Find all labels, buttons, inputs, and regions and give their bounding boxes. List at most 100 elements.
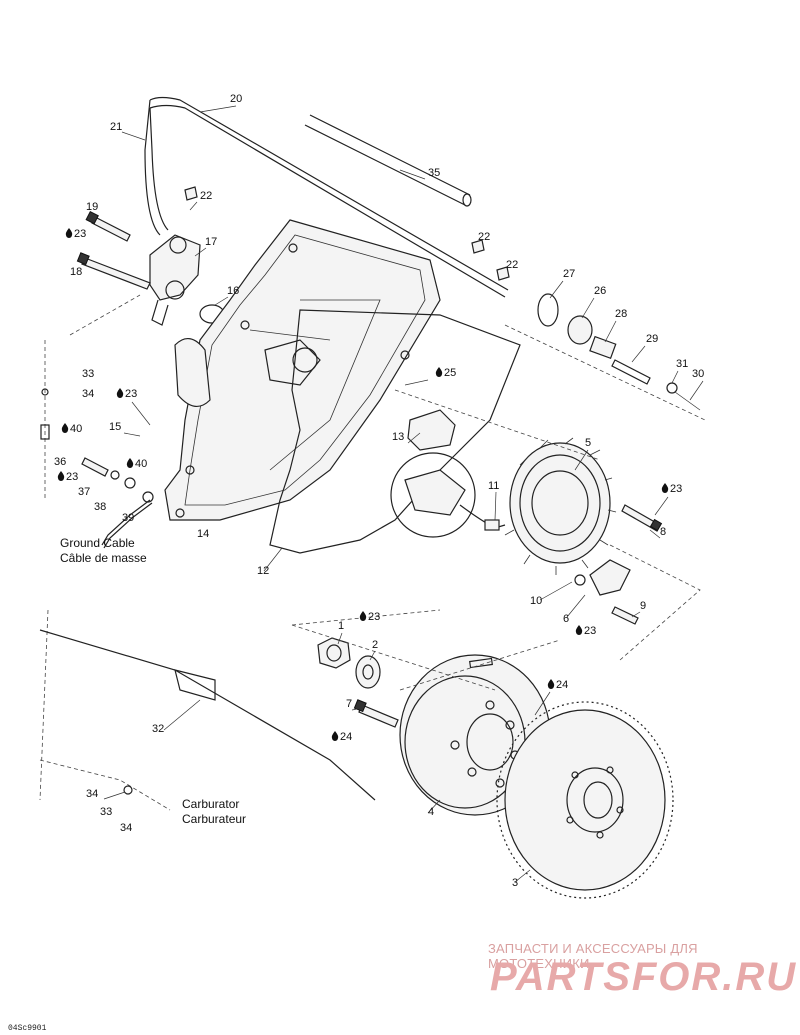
adhesive-drop-icon	[126, 458, 134, 468]
callout-number: 33	[82, 368, 94, 380]
callout-c23e: 23	[359, 611, 380, 623]
callout-number: 11	[488, 480, 499, 492]
callout-c33a: 33	[82, 368, 94, 380]
watermark-tagline: ЗАПЧАСТИ И АКСЕССУАРЫ ДЛЯ МОТОТЕХНИКИ	[488, 941, 698, 971]
callout-number: 5	[585, 437, 591, 449]
callout-c37: 37	[78, 486, 90, 498]
callout-c31: 31	[676, 358, 688, 370]
callout-c19: 19	[86, 201, 98, 213]
callout-number: 13	[392, 431, 404, 443]
callout-number: 22	[506, 259, 518, 271]
adhesive-drop-icon	[61, 423, 69, 433]
callout-number: 14	[197, 528, 209, 540]
callout-c12: 12	[257, 565, 269, 577]
carburator-caption-en: Carburator	[182, 797, 239, 811]
callout-number: 31	[676, 358, 688, 370]
callout-number: 12	[257, 565, 269, 577]
callout-c36: 36	[54, 456, 66, 468]
tube-35	[304, 114, 472, 207]
callout-c25: 25	[435, 367, 456, 379]
trigger-coil-6	[574, 559, 631, 596]
fuel-pump-17	[149, 234, 201, 326]
callout-number: 22	[478, 231, 490, 243]
screw-7	[353, 699, 399, 728]
callout-number: 39	[122, 512, 134, 524]
callout-number: 23	[74, 228, 86, 240]
callout-c23c: 23	[57, 471, 78, 483]
adhesive-drop-icon	[575, 625, 583, 635]
callout-number: 2	[372, 639, 378, 651]
nut-1	[317, 637, 351, 669]
callout-number: 25	[444, 367, 456, 379]
callout-c22b: 22	[478, 231, 490, 243]
adhesive-drop-icon	[359, 611, 367, 621]
magneto-housing-14	[164, 219, 441, 521]
gasket-12	[269, 309, 521, 554]
callout-c35: 35	[428, 167, 440, 179]
clamp-22	[184, 186, 510, 281]
callout-number: 23	[125, 388, 137, 400]
callout-c22c: 22	[506, 259, 518, 271]
callout-c5: 5	[585, 437, 591, 449]
adhesive-drop-icon	[116, 388, 124, 398]
callout-number: 34	[120, 822, 132, 834]
callout-number: 4	[428, 806, 434, 818]
callout-c24a: 24	[547, 679, 568, 691]
callout-number: 20	[230, 93, 242, 105]
screw-9	[611, 606, 639, 625]
seal-27-28	[537, 293, 701, 411]
hose-20	[149, 96, 509, 298]
callout-c16: 16	[227, 285, 239, 297]
callout-c13: 13	[392, 431, 404, 443]
callout-c14: 14	[197, 528, 209, 540]
callout-c27: 27	[563, 268, 575, 280]
adhesive-drop-icon	[661, 483, 669, 493]
callout-c4: 4	[428, 806, 434, 818]
callout-c23f: 23	[575, 625, 596, 637]
callout-number: 27	[563, 268, 575, 280]
callout-number: 40	[135, 458, 147, 470]
callout-number: 15	[109, 421, 121, 433]
callout-c6: 6	[563, 613, 569, 625]
callout-number: 28	[615, 308, 627, 320]
callout-c8: 8	[660, 526, 666, 538]
callout-c30: 30	[692, 368, 704, 380]
callout-number: 23	[584, 625, 596, 637]
callout-number: 23	[670, 483, 682, 495]
screw-19	[85, 210, 131, 242]
callout-number: 35	[428, 167, 440, 179]
detail-circle	[390, 452, 476, 538]
callout-number: 23	[66, 471, 78, 483]
callout-number: 7	[346, 698, 352, 710]
callout-number: 9	[640, 600, 646, 612]
callout-c21: 21	[110, 121, 122, 133]
callout-c11: 11	[488, 480, 499, 492]
ground-cable-caption-en: Ground Cable	[60, 536, 135, 550]
callout-c23d: 23	[661, 483, 682, 495]
callout-number: 34	[86, 788, 98, 800]
callout-c18: 18	[70, 266, 82, 278]
callout-c1: 1	[338, 620, 344, 632]
callout-number: 24	[556, 679, 568, 691]
assembly-lines	[69, 294, 706, 691]
callout-c34b: 34	[86, 788, 98, 800]
callout-c17: 17	[205, 236, 217, 248]
callout-number: 17	[205, 236, 217, 248]
stator-screw-8	[621, 504, 663, 532]
callout-c7: 7	[346, 698, 352, 710]
callout-c22a: 22	[200, 190, 212, 202]
callout-c20: 20	[230, 93, 242, 105]
callout-c10: 10	[530, 595, 542, 607]
callout-c3: 3	[512, 877, 518, 889]
callout-number: 8	[660, 526, 666, 538]
callout-number: 34	[82, 388, 94, 400]
cable-32	[39, 340, 376, 811]
washer-2	[355, 655, 381, 689]
callout-c26: 26	[594, 285, 606, 297]
callout-c34c: 34	[120, 822, 132, 834]
callout-c40b: 40	[126, 458, 147, 470]
callout-number: 38	[94, 501, 106, 513]
callout-c24b: 24	[331, 731, 352, 743]
